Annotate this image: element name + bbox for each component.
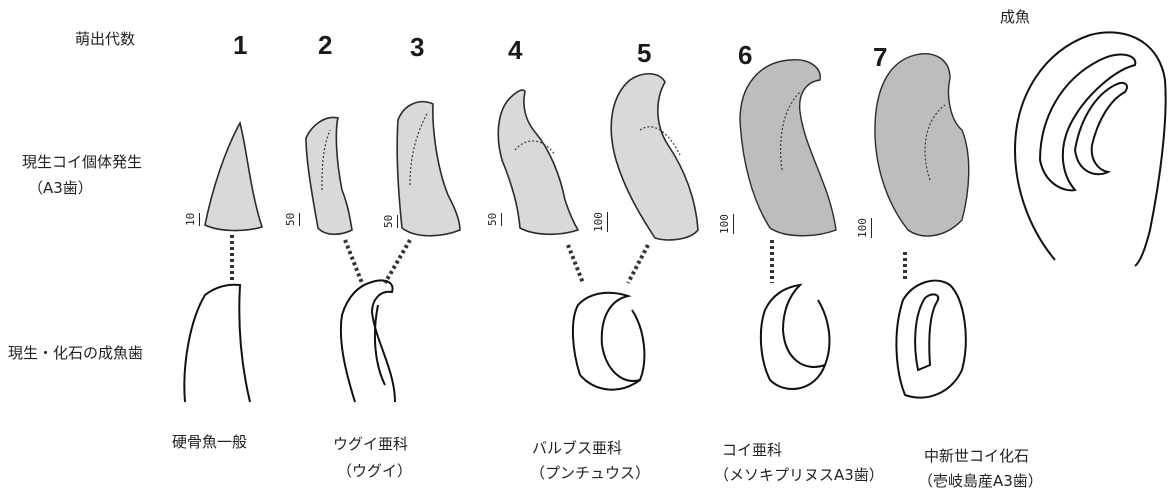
caption-cyprininae-species: （メソキプリヌスA3歯） — [714, 464, 884, 485]
caption-gobioninae-species: （ウグイ） — [337, 460, 412, 481]
stage-number-2: 2 — [318, 30, 332, 61]
connector-4 — [568, 245, 583, 283]
adult-fish-label: 成魚 — [1000, 6, 1030, 27]
scale-bar-6: 100 — [718, 214, 731, 234]
young-tooth-2 — [306, 117, 352, 234]
connector-2 — [345, 240, 362, 283]
young-tooth-4 — [498, 90, 578, 234]
scale-bar-3: 50 — [382, 215, 395, 228]
caption-cyprininae: コイ亜科 — [722, 439, 782, 460]
caption-barbinae-species: （プンチュウス） — [530, 462, 650, 483]
young-tooth-7 — [875, 54, 969, 236]
caption-teleost-general: 硬骨魚一般 — [172, 431, 247, 452]
stage-number-3: 3 — [410, 32, 424, 63]
connector-5 — [628, 245, 648, 283]
young-tooth-6 — [740, 60, 836, 236]
stage-number-5: 5 — [637, 38, 651, 69]
stage-number-1: 1 — [233, 30, 247, 61]
scale-bar-2: 50 — [284, 213, 297, 226]
caption-gobioninae: ウグイ亜科 — [333, 433, 408, 454]
stage-number-7: 7 — [873, 42, 887, 73]
eruption-generation-label: 萌出代数 — [75, 28, 135, 49]
caption-miocene-fossil-locality: （壱岐島産A3歯） — [918, 470, 1043, 491]
stage-number-6: 6 — [738, 40, 752, 71]
scale-bar-5: 100 — [592, 212, 605, 232]
adult-tooth-2-3 — [341, 280, 395, 402]
adult-teeth-row-label: 現生・化石の成魚歯 — [8, 342, 143, 363]
adult-tooth-7 — [896, 281, 965, 398]
young-tooth-1 — [205, 123, 262, 231]
adult-tooth-6 — [761, 285, 830, 389]
stage-number-4: 4 — [508, 35, 522, 66]
adult-tooth-4-5 — [573, 293, 645, 390]
ontogeny-row-sublabel: （A3歯） — [28, 177, 93, 198]
young-tooth-3 — [397, 102, 460, 236]
young-tooth-5 — [611, 74, 698, 240]
ontogeny-row-label: 現生コイ個体発生 — [22, 151, 142, 172]
scale-bar-7: 100 — [856, 218, 869, 238]
connector-3 — [385, 240, 410, 283]
adult-tooth-1 — [184, 285, 250, 402]
scale-bar-4: 50 — [486, 213, 499, 226]
caption-barbinae: バルブス亜科 — [532, 437, 622, 458]
adult-fish-tooth-large — [1015, 32, 1166, 266]
scale-bar-1: 10 — [184, 213, 197, 226]
caption-miocene-fossil: 中新世コイ化石 — [924, 445, 1029, 466]
